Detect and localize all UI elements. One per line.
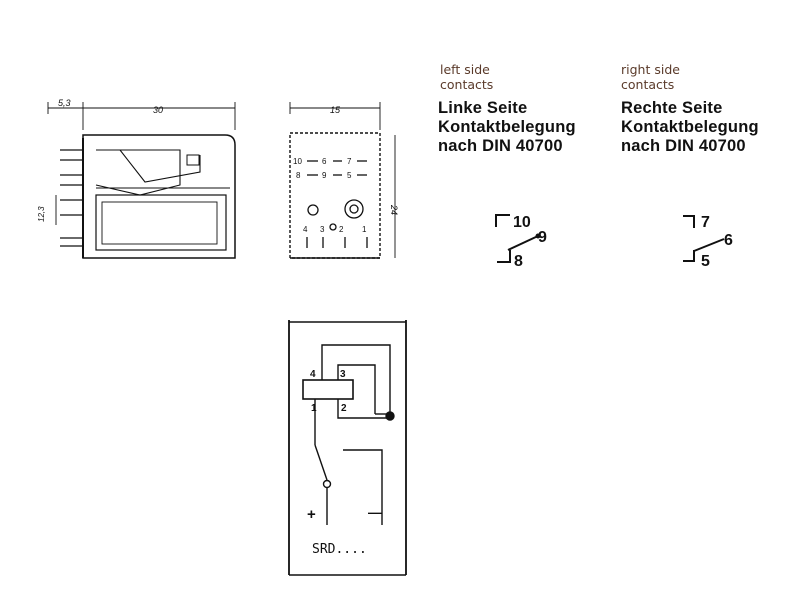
end-pin-10: 10 [293,157,302,166]
minus-label: — [368,504,382,520]
end-pin-9: 9 [322,171,327,180]
dim-height-label: 24 [389,204,399,215]
end-pin-4: 4 [303,225,308,234]
dim-pin-spacing-label: 12,3 [37,206,46,222]
model-label: SRD.... [312,542,367,557]
left-heading-line2: Kontaktbelegung [438,118,576,136]
right-contacts-note: right side contacts [621,62,680,92]
left-heading-line1: Linke Seite [438,99,528,117]
right-pin-common-label: 6 [724,232,733,249]
left-heading-line3: nach DIN 40700 [438,137,563,155]
dim-top-left-label: 5,3 [58,98,71,108]
end-pin-3: 3 [320,225,325,234]
relay-side-view [47,102,236,259]
wiring-diagram-labels: 4 3 1 2 + — SRD.... [307,369,382,557]
left-note-line1: left side [440,62,490,77]
right-note-line2: contacts [621,77,675,92]
end-pin-2: 2 [339,225,344,234]
end-pin-7: 7 [347,157,352,166]
left-contacts-note: left side contacts [440,62,493,92]
relay-end-view [289,102,396,259]
end-pin-1: 1 [362,225,367,234]
dim-top-side-label: 15 [330,105,341,115]
plus-label: + [307,506,316,523]
coil-pin-1-label: 1 [311,403,317,414]
end-view-labels: 15 24 10 6 7 8 9 5 4 3 2 1 [293,105,399,234]
right-contacts-heading: Rechte Seite Kontaktbelegung nach DIN 40… [621,99,759,156]
right-note-line1: right side [621,62,680,77]
coil-pin-4-label: 4 [310,369,316,380]
left-contacts-heading: Linke Seite Kontaktbelegung nach DIN 407… [438,99,576,156]
end-pin-8: 8 [296,171,301,180]
end-pin-5: 5 [347,171,352,180]
left-contact-symbol [495,214,541,263]
right-heading-line1: Rechte Seite [621,99,723,117]
end-pin-6: 6 [322,157,327,166]
right-pin-top-label: 7 [701,214,710,231]
left-note-line2: contacts [440,77,494,92]
left-pin-bottom-label: 8 [514,253,523,270]
left-contact-labels: 10 9 8 [513,214,547,270]
right-heading-line3: nach DIN 40700 [621,137,746,155]
coil-pin-2-label: 2 [341,403,347,414]
right-contact-symbol [683,215,725,262]
right-pin-bottom-label: 5 [701,253,710,270]
left-pin-top-label: 10 [513,214,531,231]
dim-top-width-label: 30 [153,105,163,115]
right-contact-labels: 7 6 5 [701,214,733,270]
left-pin-common-label: 9 [538,229,547,246]
side-view-dimension-labels: 5,3 30 12,3 [37,98,163,222]
coil-pin-3-label: 3 [340,369,346,380]
right-heading-line2: Kontaktbelegung [621,118,759,136]
wiring-diagram [288,320,407,576]
